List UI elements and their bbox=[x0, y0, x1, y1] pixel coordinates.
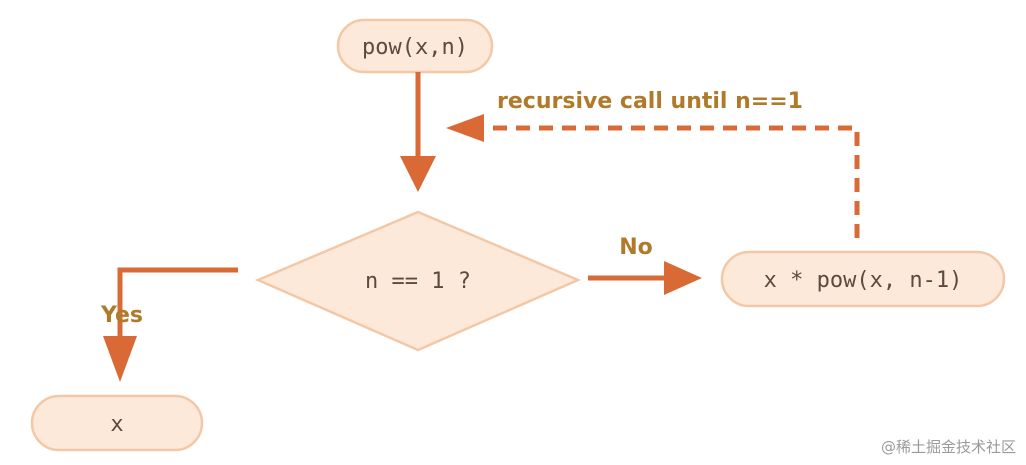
recursive-loop-label: recursive call until n==1 bbox=[497, 89, 803, 114]
recursive-step-node: x * pow(x, n-1) bbox=[720, 250, 1006, 308]
yes-edge-label: Yes bbox=[100, 303, 143, 328]
no-edge-label: No bbox=[619, 235, 653, 260]
decision-node: n == 1 ? bbox=[254, 210, 582, 352]
start-node-label: pow(x,n) bbox=[362, 35, 468, 60]
result-node: x bbox=[30, 394, 204, 452]
recursive-step-node-label: x * pow(x, n-1) bbox=[764, 268, 963, 293]
decision-node-label: n == 1 ? bbox=[365, 269, 471, 294]
no-edge: No bbox=[588, 235, 702, 295]
result-node-label: x bbox=[110, 412, 123, 437]
start-to-decision-arrow bbox=[400, 72, 436, 192]
yes-edge: Yes bbox=[100, 267, 238, 382]
watermark-text: @稀土掘金技术社区 bbox=[880, 438, 1016, 456]
start-node: pow(x,n) bbox=[336, 18, 494, 74]
recursive-loop-edge: recursive call until n==1 bbox=[446, 89, 860, 238]
